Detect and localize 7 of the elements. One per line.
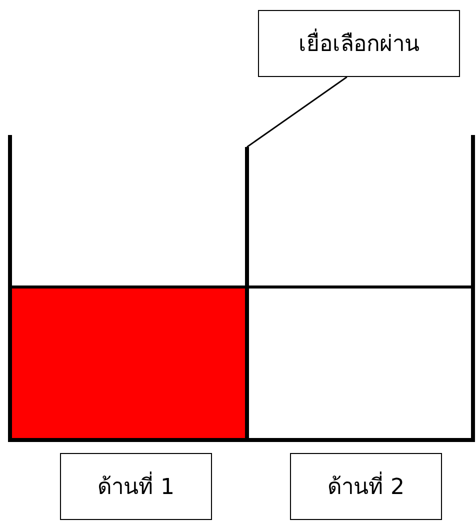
label-box (60, 453, 212, 520)
leader-line (246, 76, 348, 148)
label-text: เยื่อเลือกผ่าน (298, 26, 420, 61)
label-text: ด้านที่ 1 (98, 469, 174, 504)
label-box (290, 453, 442, 520)
label-text: ด้านที่ 2 (328, 469, 404, 504)
label-box (258, 10, 460, 77)
